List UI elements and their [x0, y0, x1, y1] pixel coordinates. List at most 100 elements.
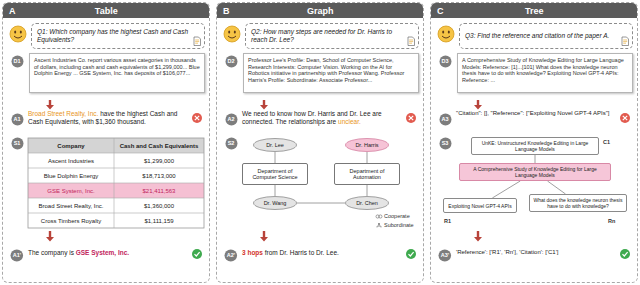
shape-ellipse	[225, 113, 237, 125]
panel-title: Tree	[444, 6, 626, 16]
panel-title: Graph	[230, 6, 412, 16]
step-badge: D3	[439, 55, 452, 68]
badge-label: A1'	[13, 252, 21, 258]
wrong-mark	[406, 113, 416, 123]
legend-item: Subordinate	[384, 222, 414, 228]
shape-ellipse	[11, 55, 23, 67]
reference-tag: R1	[444, 218, 451, 224]
panel-letter: C	[437, 6, 444, 16]
department-box: Department of Computer Science	[242, 163, 308, 185]
paper-title: Exploiting Novel GPT-4 APIs	[448, 203, 511, 209]
hierarchy-lines	[377, 225, 381, 228]
question-text: Q1: Which company has the highest Cash a…	[37, 28, 192, 44]
subordinate-icon	[377, 223, 381, 227]
person-head	[378, 223, 380, 225]
answer-text: Broad Street Realty, Inc.	[28, 110, 98, 117]
right-mark	[620, 249, 630, 259]
table-cell: $1,299,000	[144, 158, 174, 164]
panel-b-art	[224, 26, 416, 259]
relation-line	[492, 181, 520, 198]
table-cell: Company	[57, 143, 84, 149]
answer-text: unclear.	[338, 118, 361, 125]
paper-box: A Comprehensive Study of Knowledge Editi…	[459, 163, 611, 181]
answer-box: "Citation": [], "Reference": ["Exploitin…	[456, 110, 616, 118]
panel-letter: A	[9, 6, 16, 16]
table-cell-box: $1,360,000	[114, 198, 204, 213]
legend-label: Subordinate	[384, 222, 414, 228]
right-mark	[406, 249, 416, 259]
answer-text: GSE System, Inc.	[76, 249, 129, 256]
step-badge: A2'	[224, 249, 238, 262]
right-mark	[192, 249, 202, 259]
cooperate-icon	[376, 215, 382, 218]
relation-line	[547, 181, 565, 194]
paper-title: What does the knowledge neuron thesis ha…	[533, 197, 623, 209]
shape-ellipse	[11, 137, 23, 149]
person-name: Dr. Wang	[264, 200, 287, 206]
panel: BGraphQ2: How many steps are needed for …	[216, 2, 424, 283]
table-grid	[28, 138, 204, 228]
document-text: Ascent Industries Co. report various ass…	[34, 57, 200, 77]
shape-ellipse	[439, 113, 451, 125]
wrong-mark	[620, 113, 630, 123]
relation-line	[367, 152, 368, 163]
answer-line: 3 hopsfrom Dr. Harris to Dr. Lee.	[242, 249, 402, 257]
person-node: Dr. Harris	[345, 138, 389, 152]
question-text: Q3: Find the reference and citation of t…	[465, 32, 620, 40]
step-badge: A2	[225, 113, 238, 126]
answer-text: The company is	[28, 249, 74, 256]
shape-ellipse	[254, 197, 297, 210]
legend-item: Cooperate	[384, 213, 410, 219]
answer-box: 'Reference': ['R1', 'Rn'], 'Citation': […	[456, 249, 616, 257]
table-cell-box: Blue Dolphin Energy	[28, 168, 114, 183]
table-cell: Cash and Cash Equivalents	[120, 143, 199, 149]
document-box: Ascent Industries Co. report various ass…	[29, 53, 205, 93]
header-band: BGraph	[217, 3, 423, 18]
badge-label: A2'	[227, 252, 235, 258]
document-text: A Comprehensive Study of Knowledge Editi…	[462, 57, 628, 83]
answer-line: Broad Street Realty, Inc.have the highes…	[28, 110, 188, 126]
table-cell-box: $18,713,000	[114, 168, 204, 183]
badge-label: S2	[228, 140, 235, 146]
document-icon	[622, 37, 629, 46]
badge-label: D3	[441, 58, 448, 64]
department-name: Department of Automation	[339, 168, 395, 181]
panel-title: Table	[16, 6, 198, 16]
table-cell-box: $21,411,563	[114, 183, 204, 198]
badge-label: D2	[227, 58, 234, 64]
question-bubble: Q3: Find the reference and citation of t…	[459, 23, 633, 49]
shape-ellipse	[225, 249, 238, 261]
header-band: ATable	[3, 3, 209, 18]
answer-line: We need to know how Dr. Harris and Dr. L…	[242, 110, 402, 126]
panel-a-art	[10, 26, 204, 259]
step-badge: A1	[11, 113, 24, 126]
shape-ellipse	[439, 249, 452, 261]
paper-box: UnKE: Unstructured Knowledge Editing in …	[471, 137, 599, 155]
badge-label: S1	[14, 140, 21, 146]
step-badge: A1'	[10, 249, 24, 262]
table-cell-box: $1,299,000	[114, 153, 204, 168]
table-cell: $1,111,159	[144, 218, 173, 224]
table-cell: GSE System, Inc.	[47, 188, 94, 194]
table-cell-box: Cash and Cash Equivalents	[114, 138, 204, 153]
answer-line: The company isGSE System, Inc.	[28, 249, 188, 257]
step-badge: A3'	[438, 249, 452, 262]
tag-box: R1	[444, 218, 451, 224]
step-badge: S3	[439, 137, 452, 150]
panel-c-art	[438, 26, 630, 259]
shape-ellipse	[346, 197, 389, 210]
table-cell: $21,411,563	[143, 188, 176, 194]
badge-label: A2	[227, 116, 234, 122]
table-cell-box: Cross Timbers Royalty	[28, 213, 114, 228]
badge-label: S3	[442, 140, 449, 146]
table-cell: Ascent Industries	[48, 158, 94, 164]
step-badge: S2	[225, 137, 238, 150]
step-badge: A3	[439, 113, 452, 126]
answer-text: "Citation": [], "Reference": ["Exploitin…	[456, 110, 610, 116]
document-text: Professor Lee's Profile: Dean, School of…	[248, 57, 414, 83]
answer-text: 'Reference': ['R1', 'Rn'], 'Citation': […	[456, 249, 559, 255]
paper-title: UnKE: Unstructured Knowledge Editing in …	[475, 140, 595, 152]
badge-label: A3'	[441, 252, 449, 258]
department-box: Department of Automation	[334, 163, 400, 185]
